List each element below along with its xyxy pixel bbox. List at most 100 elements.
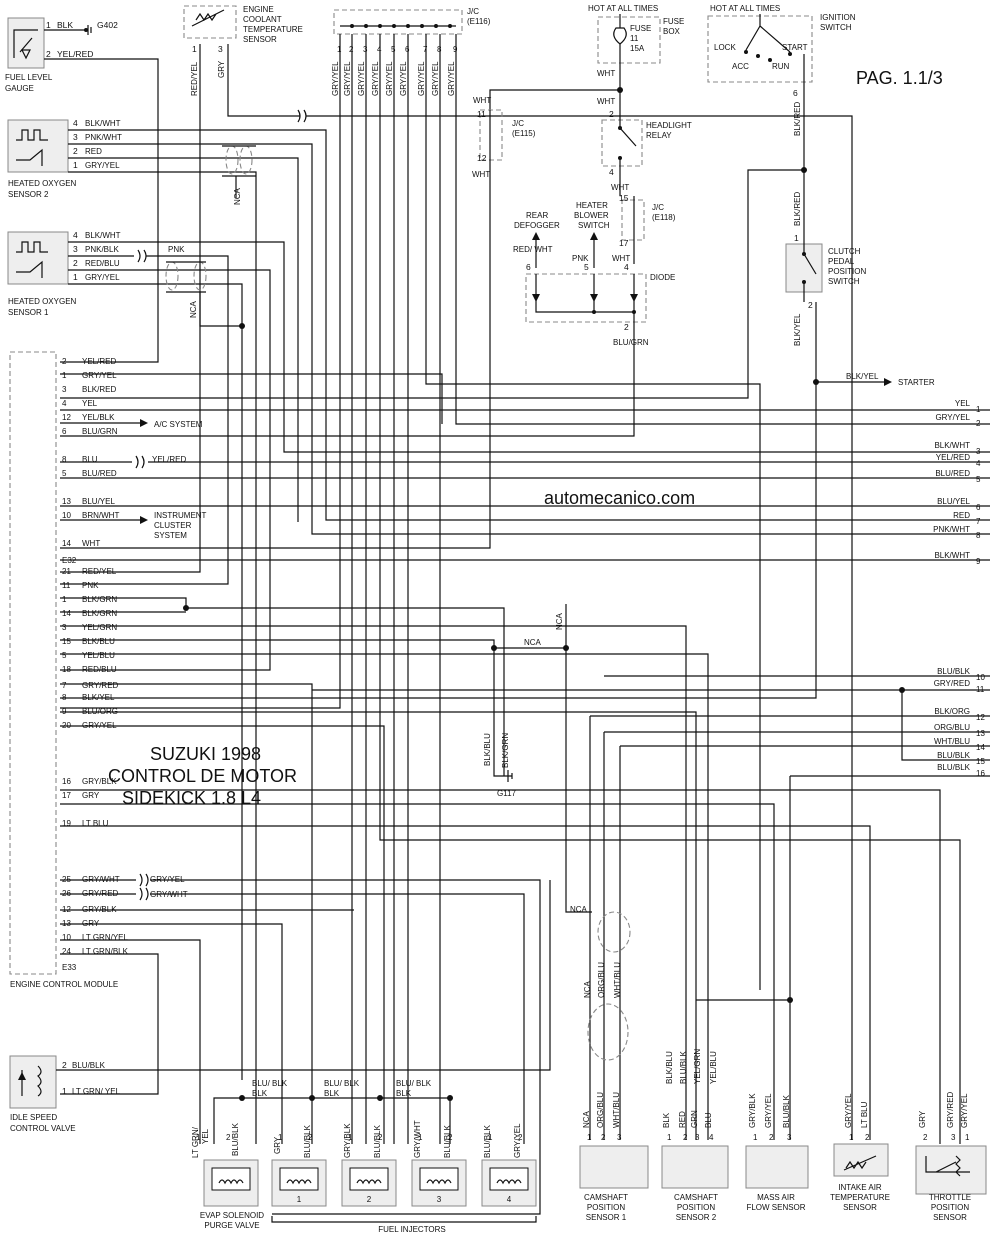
svg-text:PNK: PNK [168, 245, 185, 254]
svg-text:12: 12 [477, 153, 487, 163]
svg-text:BLK/BLU: BLK/BLU [665, 1051, 674, 1084]
svg-text:2: 2 [73, 146, 78, 156]
ac-system-label: A/C SYSTEM [154, 420, 203, 429]
ecm-e32-pin-4: 4 [62, 399, 67, 408]
svg-text:YEL/GRN: YEL/GRN [693, 1049, 702, 1084]
ecm-pin-15: 15 [62, 637, 71, 646]
svg-text:SWITCH: SWITCH [578, 221, 610, 230]
ecm-wire-11: PNK [82, 581, 99, 590]
evap-label-2: PURGE VALVE [204, 1221, 259, 1230]
svg-text:BLK/GRN: BLK/GRN [501, 733, 510, 768]
svg-text:BLK/WHT: BLK/WHT [85, 119, 121, 128]
intake-air-temperature-sensor [833, 1143, 889, 1177]
right-conn-color-12: BLK/ORG [934, 707, 970, 716]
svg-text:1: 1 [587, 1133, 592, 1142]
svg-text:1: 1 [278, 1133, 283, 1142]
right-conn-num-15: 15 [976, 757, 985, 766]
svg-text:GRY/YEL: GRY/YEL [150, 875, 185, 884]
svg-text:1: 1 [73, 160, 78, 170]
svg-text:CONTROL VALVE: CONTROL VALVE [10, 1124, 76, 1133]
right-conn-num-14: 14 [976, 743, 985, 752]
svg-text:HEATED OXYGEN: HEATED OXYGEN [8, 297, 77, 306]
svg-text:1: 1 [62, 1086, 67, 1096]
svg-text:4: 4 [507, 1195, 512, 1204]
svg-text:1: 1 [488, 1133, 493, 1142]
svg-text:WHT: WHT [597, 97, 615, 106]
svg-text:RED/BLU: RED/BLU [85, 259, 120, 268]
ecm-e32-pin-12: 12 [62, 413, 71, 422]
ecm-e33-pin-17: 17 [62, 791, 71, 800]
svg-text:1: 1 [965, 1133, 970, 1142]
svg-text:HEADLIGHT: HEADLIGHT [646, 121, 692, 130]
evap-solenoid-purge-valve [203, 1159, 259, 1207]
svg-text:2: 2 [518, 1133, 523, 1142]
evap-label-1: EVAP SOLENOID [200, 1211, 264, 1220]
svg-text:GRY/WHT: GRY/WHT [150, 890, 188, 899]
svg-text:RED/ WHT: RED/ WHT [513, 245, 553, 254]
cmp1-label-3: SENSOR 1 [586, 1213, 627, 1222]
ecm-e32-wire-8: BLU [82, 455, 98, 464]
svg-text:3: 3 [617, 1133, 622, 1142]
svg-text:1: 1 [348, 1133, 353, 1142]
svg-text:2: 2 [367, 1195, 372, 1204]
right-conn-color-16: BLU/BLK [937, 763, 971, 772]
svg-text:BLU: BLU [704, 1112, 713, 1128]
ground-g402-label: G402 [97, 20, 118, 30]
ecm-pin-14: 14 [62, 609, 71, 618]
e116-wire-2: GRY/YEL [343, 61, 352, 96]
svg-text:NCA: NCA [233, 187, 242, 205]
iat-label-2: TEMPERATURE [830, 1193, 890, 1202]
headlight-relay: HEADLIGHT RELAY [601, 92, 692, 196]
ecm-e32-wire-10: BRN/WHT [82, 511, 119, 520]
svg-text:BOX: BOX [663, 27, 681, 36]
title-line-3: SIDEKICK 1.8 L4 [122, 788, 261, 808]
svg-text:GRY/BLK: GRY/BLK [748, 1093, 757, 1128]
e116-wire-7: GRY/YEL [417, 61, 426, 96]
svg-text:WHT: WHT [612, 254, 630, 263]
svg-text:GRY: GRY [273, 1136, 282, 1154]
ground-g117-label: G117 [497, 789, 517, 798]
ecm-e32-pin-13: 13 [62, 497, 71, 506]
svg-text:4: 4 [624, 262, 629, 272]
svg-text:WHT: WHT [611, 183, 629, 192]
ecm-e32-wire-6: BLU/GRN [82, 427, 118, 436]
fuel-injector-3 [411, 1159, 467, 1207]
svg-text:15A: 15A [630, 44, 645, 53]
svg-text:ENGINE CONTROL MODULE: ENGINE CONTROL MODULE [10, 980, 118, 989]
ecm-e32-wire-2: YEL/RED [82, 357, 116, 366]
svg-text:FUSE: FUSE [663, 17, 684, 26]
svg-text:SWITCH: SWITCH [828, 277, 860, 286]
cmp1-label-2: POSITION [587, 1203, 625, 1212]
svg-text:INSTRUMENT: INSTRUMENT [154, 511, 207, 520]
iat-label-1: INTAKE AIR [838, 1183, 882, 1192]
ecm-wire-1: BLK/GRN [82, 595, 117, 604]
svg-text:1: 1 [667, 1133, 672, 1142]
svg-text:GRY/RED: GRY/RED [946, 1091, 955, 1128]
junction-connector-e116: J/C (E116) [333, 7, 491, 35]
e116-wire-3: GRY/YEL [357, 61, 366, 96]
svg-text:RELAY: RELAY [646, 131, 672, 140]
e116-wire-4: GRY/YEL [371, 61, 380, 96]
svg-text:2: 2 [226, 1133, 231, 1142]
svg-text:J/C: J/C [512, 119, 524, 128]
svg-text:ACC: ACC [732, 62, 749, 71]
svg-text:2: 2 [378, 1133, 383, 1142]
e116-wire-9: GRY/YEL [447, 61, 456, 96]
shield-nca-cmp: NCA [570, 905, 631, 1061]
tps-label-1: THROTTLE [929, 1193, 971, 1202]
ecm-wire-21: RED/YEL [82, 567, 117, 576]
svg-text:1: 1 [73, 272, 78, 282]
svg-text:BLU/BLK: BLU/BLK [679, 1050, 688, 1084]
right-conn-color-4: YEL/RED [936, 453, 970, 462]
fuel-gauge-label-2: GAUGE [5, 84, 34, 93]
svg-text:4: 4 [709, 1133, 714, 1142]
svg-text:NCA: NCA [570, 905, 588, 914]
svg-text:3: 3 [218, 44, 223, 54]
right-conn-color-14: WHT/BLU [934, 737, 970, 746]
title-line-1: SUZUKI 1998 [150, 744, 261, 764]
right-conn-num-3: 3 [976, 447, 981, 456]
svg-text:IGNITION: IGNITION [820, 13, 856, 22]
throttle-position-sensor [915, 1145, 987, 1195]
right-conn-color-8: PNK/WHT [933, 525, 970, 534]
